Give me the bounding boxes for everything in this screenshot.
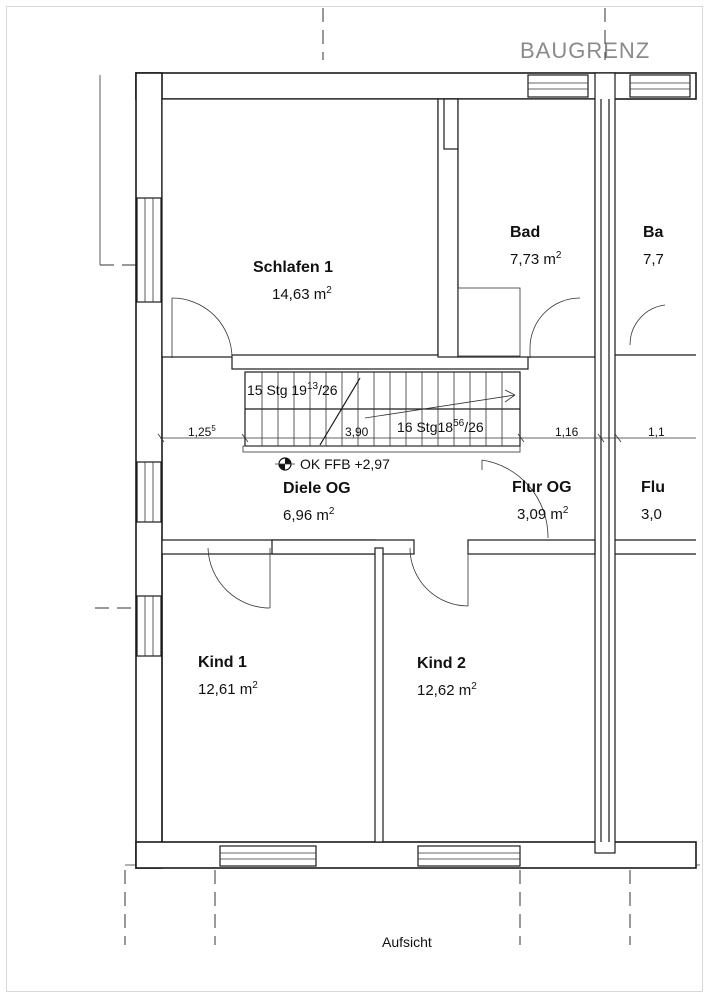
room-name-kind1: Kind 1 xyxy=(198,654,247,671)
staircase xyxy=(242,371,521,453)
room-name-flur: Flur OG xyxy=(512,479,572,496)
room-name-kind2: Kind 2 xyxy=(417,655,466,672)
door-swings xyxy=(171,297,666,609)
room-name-bad-right: Ba xyxy=(643,224,664,241)
room-area-flur-right: 3,0 xyxy=(641,506,662,523)
dimension-4: 1,1 xyxy=(648,425,665,439)
dimension-1: 1,255 xyxy=(188,424,216,439)
level-label: OK FFB +2,97 xyxy=(300,456,390,472)
room-area-diele: 6,96 m2 xyxy=(283,506,335,524)
stair-label-lower: 16 Stg1856/26 xyxy=(397,418,484,435)
room-name-flur-right: Flu xyxy=(641,479,665,496)
dimension-2: 3,90 xyxy=(345,425,369,439)
room-name-schlafen1: Schlafen 1 xyxy=(253,259,333,276)
stair-label-upper: 15 Stg 1913/26 xyxy=(247,381,338,398)
room-area-bad: 7,73 m2 xyxy=(510,250,562,268)
room-area-kind1: 12,61 m2 xyxy=(198,680,258,698)
room-area-kind2: 12,62 m2 xyxy=(417,681,477,699)
inner-walls xyxy=(161,72,696,854)
room-area-schlafen1: 14,63 m2 xyxy=(272,285,332,303)
dimension-3: 1,16 xyxy=(555,425,579,439)
room-name-bad: Bad xyxy=(510,224,540,241)
dimension-line xyxy=(157,433,696,443)
room-area-bad-right: 7,7 xyxy=(643,251,664,268)
windows xyxy=(136,74,691,867)
level-marker-icon xyxy=(275,457,295,471)
room-area-flur: 3,09 m2 xyxy=(517,505,569,523)
room-name-diele: Diele OG xyxy=(283,480,351,497)
baugrenze-label: BAUGRENZ xyxy=(520,38,650,63)
view-label: Aufsicht xyxy=(382,934,432,950)
sheet-border xyxy=(6,6,703,992)
